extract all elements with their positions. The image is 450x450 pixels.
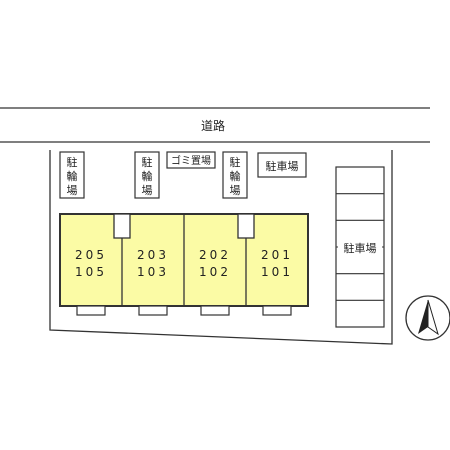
- north-arrow-icon: [405, 295, 450, 341]
- unit-lower-102: 102: [199, 265, 231, 279]
- bicycle-parking-2-char-1: 駐: [142, 155, 153, 169]
- bicycle-parking-1-char-2: 輪: [67, 169, 78, 183]
- unit-lower-101: 101: [261, 265, 293, 279]
- unit-upper-205: 205: [75, 248, 107, 262]
- bicycle-parking-3-char-1: 駐: [230, 155, 241, 169]
- stair-notch: [113, 213, 131, 239]
- garbage-area: ゴミ置場: [166, 151, 216, 169]
- bicycle-parking-3-char-2: 輪: [230, 169, 241, 183]
- unit-tab: [76, 305, 106, 316]
- bicycle-parking-1-char-3: 場: [67, 184, 78, 197]
- road: 道路: [0, 107, 430, 143]
- unit-upper-201: 201: [261, 248, 293, 262]
- unit-tab: [200, 305, 230, 316]
- north-arrow-dark-half: [418, 300, 428, 334]
- unit-tab: [138, 305, 168, 316]
- bicycle-parking-3-char-3: 場: [230, 184, 241, 197]
- parking-right-label-bg: [338, 239, 382, 255]
- road-label: 道路: [201, 118, 225, 133]
- unit-lower-103: 103: [137, 265, 169, 279]
- site-boundary: [49, 150, 393, 345]
- unit-lower-105: 105: [75, 265, 107, 279]
- parking-top-label: 駐車場: [266, 159, 299, 173]
- bicycle-parking-2-char-3: 場: [142, 184, 153, 197]
- bicycle-parking-2: 駐 輪 場: [134, 151, 160, 199]
- north-arrow-light-half: [427, 299, 439, 336]
- unit-upper-203: 203: [137, 248, 169, 262]
- unit-tabs: [76, 305, 292, 316]
- parking-right-label: 駐車場: [344, 241, 377, 255]
- building: 205 105 203 103 202 102 201 101: [59, 213, 309, 307]
- unit-tab: [262, 305, 292, 316]
- parking-right: 駐車場: [335, 166, 385, 328]
- bicycle-parking-3: 駐 輪 場: [222, 151, 248, 199]
- parking-top: 駐車場: [257, 152, 307, 178]
- bicycle-parking-1: 駐 輪 場: [59, 151, 85, 199]
- unit-upper-202: 202: [199, 248, 231, 262]
- bicycle-parking-1-char-1: 駐: [67, 155, 78, 169]
- garbage-area-label: ゴミ置場: [171, 154, 211, 167]
- bicycle-parking-2-char-2: 輪: [142, 169, 153, 183]
- stair-notch: [237, 213, 255, 239]
